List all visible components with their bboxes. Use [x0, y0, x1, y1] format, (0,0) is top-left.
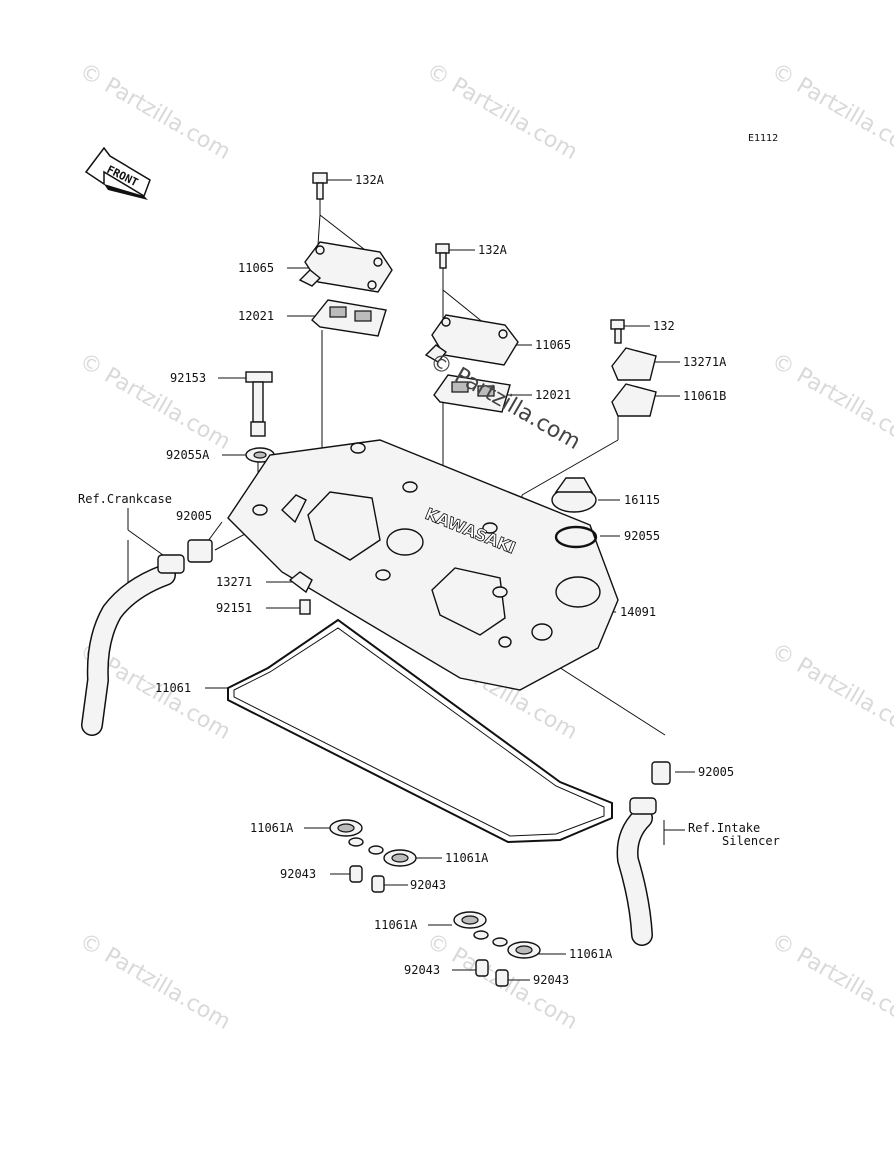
watermark: © Partzilla.com: [767, 59, 894, 166]
bolt-92151-icon: [299, 599, 311, 615]
grommet-set-1-icon: [329, 819, 417, 893]
plate-13271-icon: [288, 571, 313, 594]
label-92043: 92043: [280, 867, 316, 881]
bolt-92153-icon: [245, 371, 273, 437]
head-cover-gasket-icon: [227, 618, 613, 844]
label-92005: 92005: [176, 509, 212, 523]
label-92055: 92055: [624, 529, 660, 543]
label-ref-intake-silencer: Silencer: [722, 834, 780, 848]
watermark: © Partzilla.com: [75, 59, 235, 166]
watermark: © Partzilla.com: [767, 929, 894, 1036]
bolt-132-icon: [610, 319, 625, 344]
label-92055a: 92055A: [166, 448, 210, 462]
label-11065: 11065: [238, 261, 274, 275]
breather-cover-icon: [298, 241, 393, 293]
label-92043: 92043: [533, 973, 569, 987]
label-11061: 11061: [155, 681, 191, 695]
label-12021: 12021: [238, 309, 274, 323]
label-92043: 92043: [404, 963, 440, 977]
breather-hose-right-icon: [616, 761, 671, 946]
watermark: © Partzilla.com: [422, 59, 582, 166]
label-92005: 92005: [698, 765, 734, 779]
o-ring-92055-icon: [554, 525, 598, 549]
reed-plate-icon: [433, 374, 511, 413]
front-arrow-icon: FRONT: [84, 146, 151, 200]
diagram-code: E1112: [748, 133, 778, 144]
label-11065: 11065: [535, 338, 571, 352]
watermark: © Partzilla.com: [75, 929, 235, 1036]
oil-filler-cap-icon: [551, 477, 597, 513]
label-11061a: 11061A: [374, 918, 418, 932]
label-92153: 92153: [170, 371, 206, 385]
part-labels: 132A 11065 12021 132A 11065 12021 132 13…: [78, 173, 780, 987]
label-14091: 14091: [620, 605, 656, 619]
label-11061a: 11061A: [569, 947, 613, 961]
label-13271: 13271: [216, 575, 252, 589]
reed-plate-icon: [311, 299, 387, 337]
label-11061b: 11061B: [683, 389, 726, 403]
label-92151: 92151: [216, 601, 252, 615]
grommet-set-2-icon: [453, 911, 541, 987]
label-92043: 92043: [410, 878, 446, 892]
label-132a: 132A: [355, 173, 385, 187]
label-132a: 132A: [478, 243, 508, 257]
label-11061a: 11061A: [445, 851, 489, 865]
watermark: © Partzilla.com: [767, 639, 894, 746]
label-12021: 12021: [535, 388, 571, 402]
watermark: © Partzilla.com: [767, 349, 894, 456]
bolt-132a-icon: [312, 172, 328, 200]
label-13271a: 13271A: [683, 355, 727, 369]
breather-hose-left-icon: [81, 539, 213, 736]
gasket-11061b-icon: [611, 383, 657, 417]
cylinder-head-cover-icon: KAWASAKI: [227, 439, 619, 691]
label-11061a: 11061A: [250, 821, 294, 835]
bolt-132a-icon: [435, 243, 450, 269]
label-132: 132: [653, 319, 675, 333]
breather-cover-icon: [424, 314, 519, 366]
watermark: © Partzilla.com: [75, 349, 235, 456]
label-16115: 16115: [624, 493, 660, 507]
label-ref-crankcase: Ref.Crankcase: [78, 492, 172, 506]
label-ref-intake: Ref.Intake: [688, 821, 760, 835]
plate-13271a-icon: [611, 347, 657, 381]
